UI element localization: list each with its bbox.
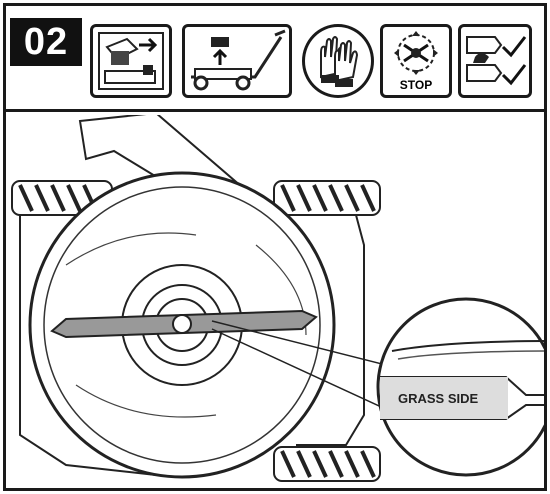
grass-side-label: GRASS SIDE — [398, 391, 479, 406]
lift-mower-icon — [182, 24, 292, 98]
grass-side-callout — [376, 297, 550, 477]
mower-underside-illustration: GRASS SIDE — [6, 111, 550, 488]
wheel-rear-right — [273, 446, 381, 482]
stop-label: STOP — [399, 78, 433, 92]
instruction-panel: 02 — [3, 3, 550, 491]
header-strip: 02 — [6, 6, 544, 112]
check-hands-icon — [458, 24, 532, 98]
unplug-battery-icon — [90, 24, 172, 98]
gloves-icon — [302, 24, 374, 98]
wheel-front-right — [273, 180, 381, 216]
blade-bolt — [172, 314, 192, 334]
stop-blade-icon: STOP — [380, 24, 452, 98]
step-number: 02 — [10, 18, 82, 66]
